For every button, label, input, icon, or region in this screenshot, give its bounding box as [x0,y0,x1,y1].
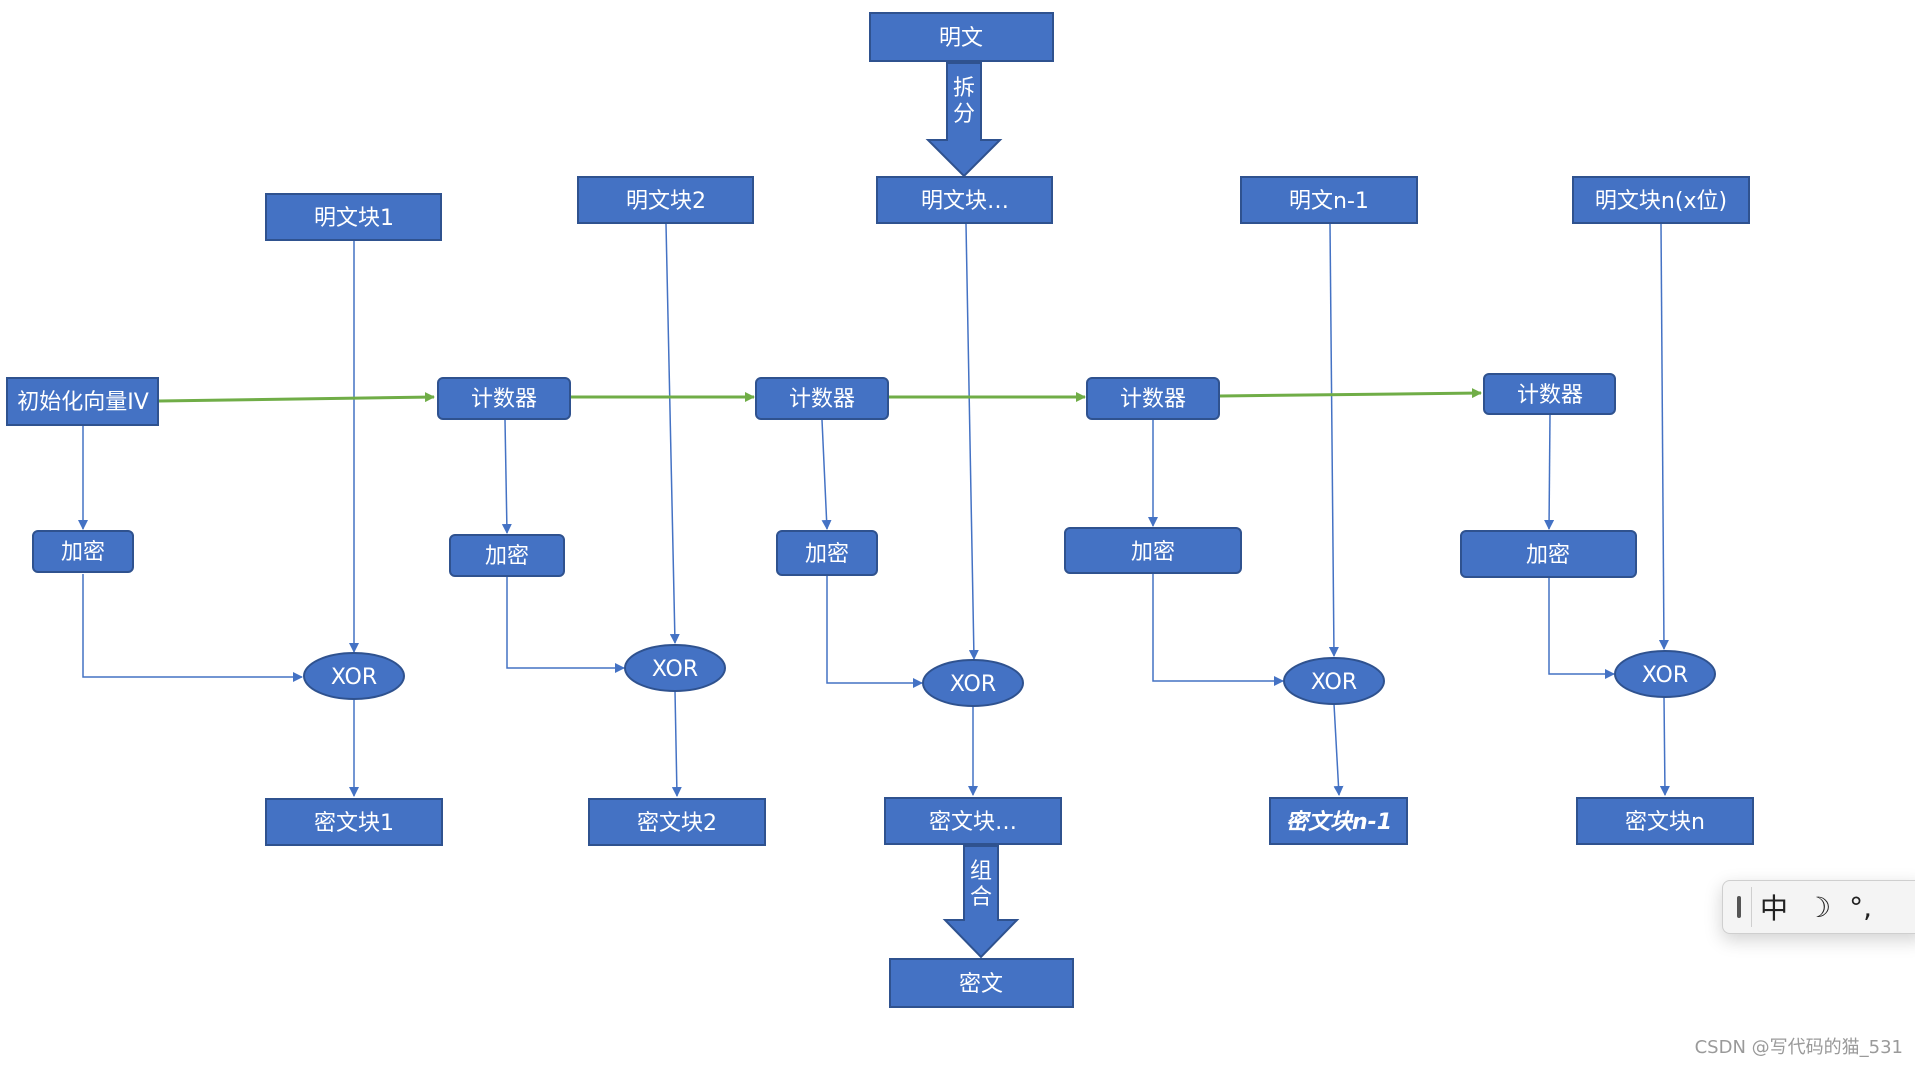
arrow-xor2-cipher2 [671,690,682,797]
svg-text:计数器: 计数器 [1517,383,1583,408]
arrow-encrypt1-xor [82,574,303,682]
counter-3: 计数器 [1086,377,1220,420]
plaintext-block-4: 明文n-1 [1240,176,1418,224]
arrow-encrypt3-xor [826,576,923,688]
svg-text:密文块n: 密文块n [1625,810,1705,835]
arrow-block4-xor4 [1328,223,1339,657]
counter-1: 计数器 [437,377,571,420]
arrow-encrypt4-xor [1152,574,1284,686]
plaintext-box: 明文 [869,12,1054,62]
counter-chain [158,388,1482,403]
arrow-counter2-encrypt [821,419,832,530]
split-label: 拆分 [953,76,975,127]
plaintext-block-3: 明文块… [876,176,1053,224]
combine-label: 组合 [970,859,992,910]
arrow-counter4-encrypt [1544,414,1555,530]
combine-arrow: 组合 [942,845,1020,959]
xor-4: XOR [1283,657,1385,705]
counter-4: 计数器 [1483,373,1616,415]
arrow-block3-xor3 [965,223,979,660]
svg-text:明文块1: 明文块1 [314,206,394,231]
arrow-xor5-cipher5 [1659,696,1670,796]
encrypt-5: 加密 [1460,530,1637,578]
ciphertext-box: 密文 [889,958,1074,1008]
svg-text:XOR: XOR [331,665,377,690]
plaintext-block-2: 明文块2 [577,176,754,224]
svg-text:XOR: XOR [652,657,698,682]
connectors [78,223,1670,797]
svg-text:XOR: XOR [1642,663,1688,688]
svg-text:计数器: 计数器 [1120,387,1186,412]
svg-text:密文块n-1: 密文块n-1 [1286,809,1392,835]
encrypt-4: 加密 [1064,527,1242,574]
svg-text:计数器: 计数器 [471,387,537,412]
watermark: CSDN @写代码的猫_531 [1694,1037,1903,1058]
counter-2: 计数器 [755,377,889,420]
arrow-encrypt2-xor [506,577,625,673]
ciphertext-label: 密文 [959,972,1003,997]
arrow-encrypt5-xor [1548,578,1615,679]
drag-handle-icon[interactable] [1737,896,1741,918]
svg-text:密文块2: 密文块2 [637,811,717,836]
svg-text:加密: 加密 [61,540,105,565]
plaintext-label: 明文 [939,26,983,51]
encrypt-1: 加密 [32,530,134,573]
toolbar-divider [1751,887,1752,927]
plaintext-block-5: 明文块n(x位) [1572,176,1750,224]
arrow-block2-xor2 [665,223,680,644]
svg-text:XOR: XOR [1311,670,1357,695]
xor-3: XOR [922,659,1024,707]
ime-mode-button[interactable]: 中 [1760,892,1789,925]
arrow-xor4-cipher4 [1333,703,1344,796]
svg-text:明文n-1: 明文n-1 [1289,189,1369,214]
svg-text:加密: 加密 [805,542,849,567]
xor-1: XOR [303,652,405,700]
punctuation-toggle[interactable]: °, [1849,890,1873,924]
svg-text:明文块n(x位): 明文块n(x位) [1595,189,1727,214]
encrypt-2: 加密 [449,534,565,577]
svg-text:明文块2: 明文块2 [626,189,706,214]
ime-toolbar[interactable]: 中 ☽ °, [1722,880,1915,934]
arrow-block5-xor5 [1658,223,1669,650]
arrow-counter3-counter4 [1219,388,1482,399]
moon-icon[interactable]: ☽ [1806,890,1832,924]
ciphertext-block-3: 密文块… [884,797,1062,845]
split-arrow: 拆分 [925,62,1003,178]
iv-label: 初始化向量IV [17,390,149,415]
svg-text:加密: 加密 [1131,540,1175,565]
xor-5: XOR [1614,650,1716,698]
arrow-iv-counter1 [158,392,435,403]
svg-text:计数器: 计数器 [789,387,855,412]
ciphertext-block-5: 密文块n [1576,797,1754,845]
svg-text:XOR: XOR [950,672,996,697]
xor-2: XOR [624,644,726,692]
arrow-counter1-encrypt [501,419,512,534]
svg-text:密文块…: 密文块… [929,810,1017,835]
svg-text:加密: 加密 [485,544,529,569]
plaintext-block-1: 明文块1 [265,193,442,241]
ciphertext-block-1: 密文块1 [265,798,443,846]
ciphertext-block-4: 密文块n-1 [1269,797,1408,845]
svg-text:加密: 加密 [1526,543,1570,568]
svg-text:明文块…: 明文块… [921,189,1009,214]
svg-text:密文块1: 密文块1 [314,811,394,836]
ciphertext-block-2: 密文块2 [588,798,766,846]
iv-box: 初始化向量IV [6,377,159,426]
encrypt-3: 加密 [776,530,878,576]
